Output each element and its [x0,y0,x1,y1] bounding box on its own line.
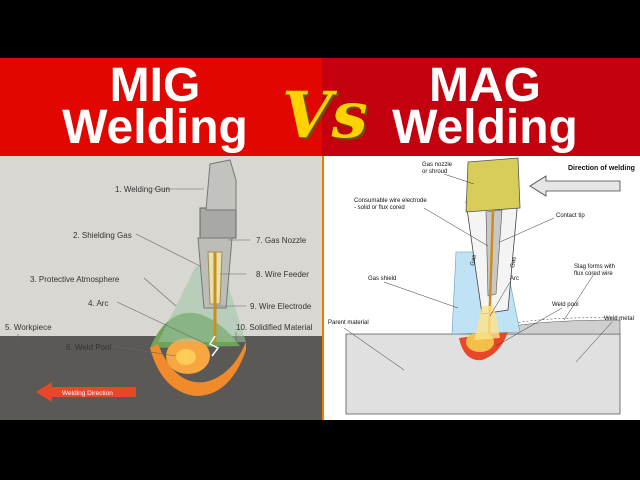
label-gas-flow-right: Gas [510,256,518,268]
label-gas-flow-left: Gas [470,254,478,266]
bottom-black-bar [0,420,640,480]
workpiece-plate [0,336,322,420]
mig-title-welding: Welding [62,101,248,154]
label-flux-cored: flux cored wire [574,271,613,277]
wire-electrode [213,252,217,342]
label-gas-nozzle-shroud: or shroud [422,169,447,175]
label-gas-shield: Gas shield [368,276,396,282]
label-parent-material: Parent material [328,320,369,326]
mag-title-welding: Welding [392,101,578,154]
label-contact-tip: Contact tip [556,213,585,219]
mig-diagram: 1. Welding Gun 2. Shielding Gas 3. Prote… [0,159,322,420]
slag-layer [498,317,621,327]
label-gas-nozzle: Gas nozzle [422,162,453,168]
label-weld-metal: Weld metal [604,316,634,322]
label-wire-electrode: 9. Wire Electrode [250,302,312,311]
label-direction-of-welding: Direction of welding [568,165,635,172]
direction-of-welding-arrow [529,175,621,197]
label-solid-or-flux: - solid or flux cored [354,205,405,211]
mag-diagram: Gas Gas Gas nozzle or shroud Direction o… [328,157,635,415]
label-arc: 4. Arc [88,299,108,308]
label-gas-nozzle: 7. Gas Nozzle [256,236,307,245]
label-wire-feeder: 8. Wire Feeder [256,270,309,279]
gas-nozzle-shroud [465,157,521,213]
label-weld-pool: Weld pool [552,302,579,308]
label-welding-gun: 1. Welding Gun [115,185,170,194]
mag-title: MAG [429,59,541,112]
mag-diagram-panel: Gas Gas Gas nozzle or shroud Direction o… [322,156,640,420]
label-slag-forms: Slag forms with [574,264,615,270]
label-shielding-gas: 2. Shielding Gas [73,231,132,240]
mig-title-banner [0,58,322,156]
label-workpiece: 5. Workpiece [5,323,52,332]
label-arc: Arc [510,276,519,282]
label-weld-pool: 6. Weld Pool [66,343,111,352]
label-protective-atmosphere: 3. Protective Atmosphere [30,275,120,284]
mig-diagram-panel: 1. Welding Gun 2. Shielding Gas 3. Prote… [0,156,322,420]
mag-title-banner [322,58,640,156]
top-black-bar [0,0,640,58]
weld-pool-glow [150,342,246,396]
arc [474,306,500,340]
label-solidified-material: 10. Solidified Material [236,323,313,332]
vs-label: Vs [282,78,368,153]
mig-title: MIG [109,59,201,112]
arc [208,335,220,357]
welding-gun-body [199,207,237,239]
welding-direction-arrow [36,382,136,402]
label-consumable-wire: Consumable wire electrode [354,198,427,204]
label-welding-direction: Welding Direction [62,390,113,397]
welding-gun-handle [205,159,237,211]
